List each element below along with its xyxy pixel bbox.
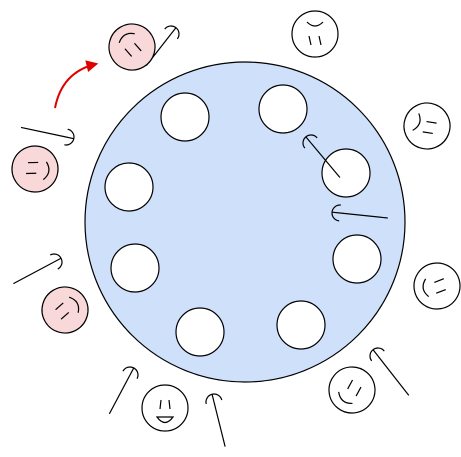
plate (176, 308, 224, 356)
plate (161, 93, 209, 141)
plate (322, 149, 370, 197)
philosopher-face (101, 16, 164, 79)
philosopher-face (292, 11, 338, 57)
plate (259, 85, 307, 133)
plate (111, 244, 159, 292)
philosopher-face (410, 259, 461, 312)
plate (277, 301, 325, 349)
round-table (85, 62, 405, 382)
plate (105, 163, 153, 211)
fork (102, 364, 141, 417)
rotation-arrow (55, 64, 96, 108)
philosopher-face (398, 97, 457, 156)
fork (10, 251, 65, 290)
fork (204, 392, 233, 448)
philosopher-face (142, 385, 188, 431)
philosopher-face (320, 358, 385, 423)
philosopher-face (8, 142, 61, 195)
fork (19, 120, 75, 147)
plate (333, 235, 381, 283)
philosopher-face (34, 279, 97, 342)
